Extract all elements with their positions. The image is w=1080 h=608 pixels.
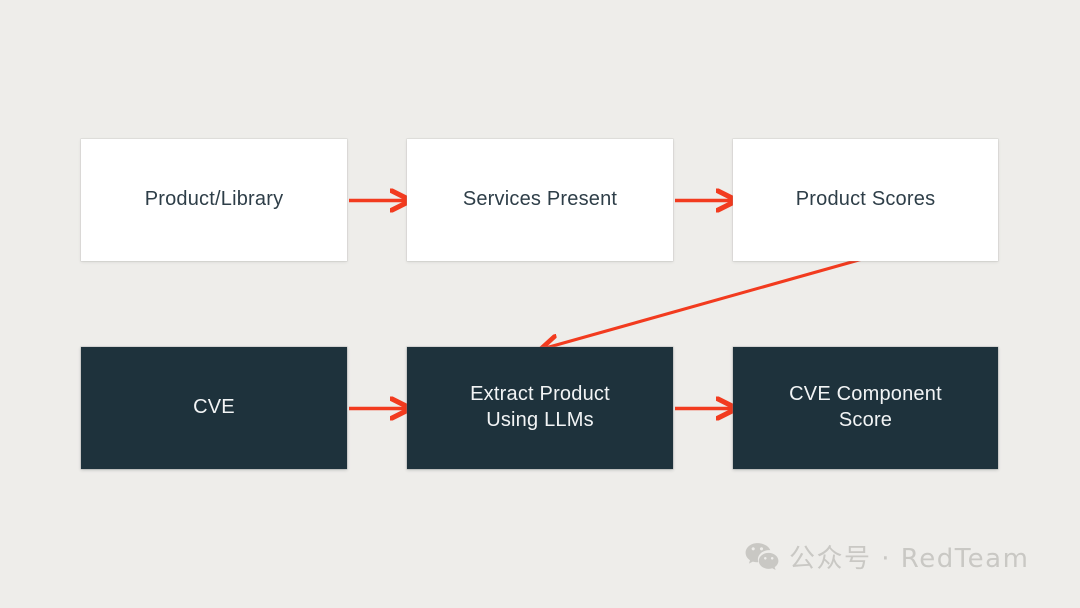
node-cve-component-score-label: CVE Component Score <box>789 383 942 431</box>
node-product-library-label: Product/Library <box>144 188 284 211</box>
arrow-product-scores-to-extract-product-llms <box>542 256 867 349</box>
node-services-present[interactable]: Services Present <box>407 139 673 261</box>
node-product-scores[interactable]: Product Scores <box>733 139 998 261</box>
node-cve-label: CVE <box>193 396 235 419</box>
node-services-present-label: Services Present <box>462 188 618 211</box>
node-extract-product-llms-label: Extract Product Using LLMs <box>470 383 610 431</box>
node-product-library[interactable]: Product/Library <box>81 139 347 261</box>
node-cve-component-score[interactable]: CVE Component Score <box>733 347 998 469</box>
wechat-icon <box>745 542 779 571</box>
watermark: 公众号 · RedTeam <box>745 538 1029 575</box>
node-product-scores-label: Product Scores <box>795 188 936 211</box>
watermark-text: 公众号 · RedTeam <box>789 544 1030 574</box>
node-extract-product-llms[interactable]: Extract Product Using LLMs <box>407 347 673 469</box>
node-cve[interactable]: CVE <box>81 347 347 469</box>
